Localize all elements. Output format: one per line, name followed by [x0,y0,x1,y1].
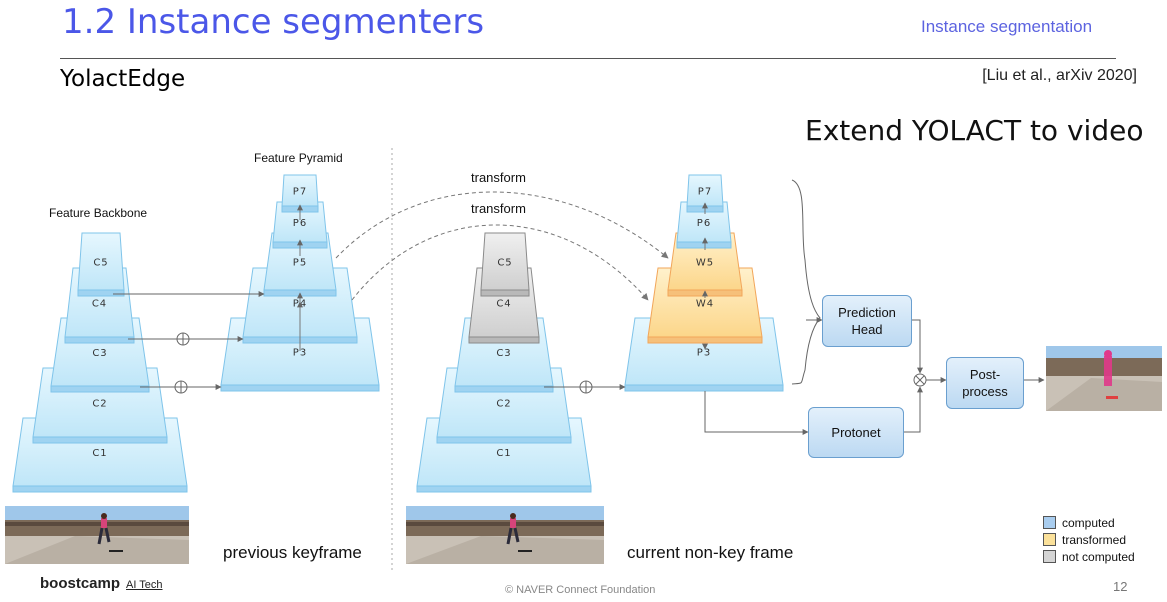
page-title: 1.2 Instance segmenters [62,2,485,42]
previous-keyframe-image [5,506,189,564]
legend-label: computed [1062,515,1115,530]
right-p7-label: P7 [698,187,712,198]
current-frame-image [406,506,604,564]
transform-arc-p4-w4 [351,224,649,301]
transform-label-lower: transform [471,201,526,216]
brand-name: boostcamp [40,575,121,592]
left-c5-base [77,289,125,297]
left-c4-label: C4 [92,299,107,310]
p3-to-protonet-arrow [704,391,809,435]
prediction-head-line2: Head [851,322,883,337]
pyramid-brace [791,179,821,385]
legend-item: transformed [1043,531,1135,548]
postprocess-box: Post- process [946,357,1024,409]
right-c1-base [416,485,592,493]
legend-item: computed [1043,514,1135,531]
output-segmentation-image [1046,346,1162,411]
caption-current-frame: current non-key frame [627,543,794,562]
right-p6-label: P6 [697,218,711,229]
left-c1-label: C1 [92,448,107,459]
prediction-head-box: Prediction Head [822,295,912,347]
slide-subtitle: YolactEdge [60,66,186,92]
left-p5-label: P5 [293,258,307,269]
transform-arc-p5-w5 [335,191,669,259]
title-divider [60,58,1116,59]
left-c5-label: C5 [93,258,108,269]
right-c5-base [480,289,530,297]
left-p3-label: P3 [293,348,307,359]
tagline: Extend YOLACT to video [805,114,1144,147]
prediction-head-line1: Prediction [838,305,896,320]
footer-copyright: © NAVER Connect Foundation [505,584,656,596]
legend-swatch [1043,533,1056,546]
pyramid-label: Feature Pyramid [254,151,343,165]
protonet-to-combine-arrow [902,386,923,433]
legend-swatch [1043,516,1056,529]
right-c3-label: C3 [496,348,511,359]
left-c4-base [64,336,135,344]
left-c1-base [12,485,188,493]
legend-item: not computed [1043,548,1135,565]
legend-swatch [1043,550,1056,563]
protonet-box: Protonet [808,407,904,458]
brand-sub: AI Tech [126,579,163,591]
right-c4-base [468,336,540,344]
right-c4-label: C4 [496,299,511,310]
right-p3-label: P3 [697,348,711,359]
combine-otimes-stroke-b [915,375,925,385]
page-number: 12 [1113,579,1128,594]
right-w4-base [647,336,763,344]
right-w4-label: W4 [696,299,714,310]
left-c2-label: C2 [92,399,107,410]
right-p3-base [624,384,784,392]
right-p6-base [676,241,732,249]
left-p7-label: P7 [293,187,307,198]
transform-label-upper: transform [471,170,526,185]
left-c3-label: C3 [92,348,107,359]
backbone-label: Feature Backbone [49,206,148,220]
protonet-label: Protonet [831,425,881,440]
right-c2-base [436,436,572,444]
legend-label: not computed [1062,549,1135,564]
left-p3-base [220,384,380,392]
postprocess-line2: process [962,384,1008,399]
right-c5-label: C5 [497,258,512,269]
right-c1-label: C1 [496,448,511,459]
right-w5-label: W5 [696,258,714,269]
left-p6-label: P6 [293,218,307,229]
section-label: Instance segmentation [921,17,1093,36]
right-c2-label: C2 [496,399,511,410]
caption-previous-keyframe: previous keyframe [223,543,362,562]
postprocess-line1: Post- [969,367,1001,382]
right-c3-base [454,385,554,393]
legend-label: transformed [1062,532,1127,547]
citation: [Liu et al., arXiv 2020] [982,67,1137,84]
head-to-combine-arrow [910,319,923,374]
left-c3-base [50,385,150,393]
left-c2-base [32,436,168,444]
footer-brand-logo: boostcamp AI Tech [40,575,163,592]
legend: computed transformed not computed [1043,514,1135,565]
